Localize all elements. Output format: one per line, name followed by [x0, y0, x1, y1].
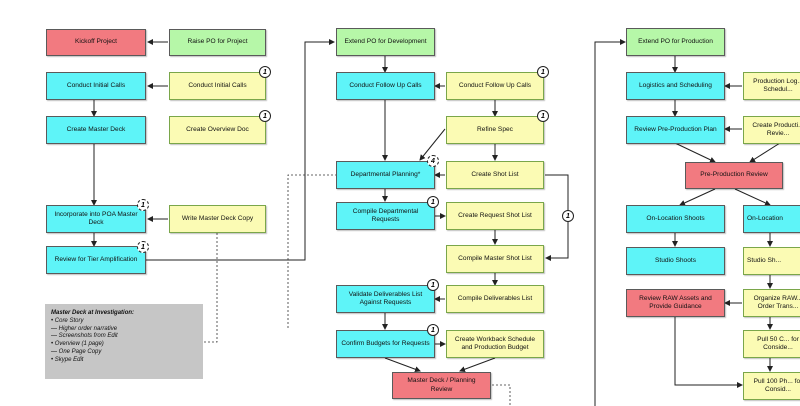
- organize-raw-node[interactable]: Organize RAW... Order Trans...: [743, 289, 800, 317]
- connector: [734, 188, 771, 206]
- incorporate-poa-node[interactable]: Incorporate into POA Master Deck: [46, 205, 146, 233]
- review-raw-assets-node[interactable]: Review RAW Assets and Provide Guidance: [626, 289, 725, 317]
- note-title: Master Deck at Investigation:: [51, 310, 135, 316]
- connector: [145, 39, 335, 261]
- extend-po-production-node[interactable]: Extend PO for Production: [626, 28, 725, 56]
- review-preproduction-plan-node[interactable]: Review Pre-Production Plan: [626, 116, 725, 144]
- count-badge: 1: [137, 241, 149, 253]
- count-badge: 1: [427, 279, 439, 291]
- extend-po-dev-node[interactable]: Extend PO for Development: [336, 28, 435, 56]
- studio-shoots-2-node[interactable]: Studio Sh...: [743, 247, 800, 275]
- note-line: • Overview (1 page): [51, 341, 104, 348]
- create-master-deck-node[interactable]: Create Master Deck: [46, 116, 146, 144]
- connector: [674, 317, 743, 388]
- connector: [674, 142, 716, 163]
- master-planning-review-node[interactable]: Master Deck / Planning Review: [392, 372, 491, 399]
- write-master-deck-copy-node[interactable]: Write Master Deck Copy: [169, 205, 266, 233]
- refine-spec-node[interactable]: Refine Spec: [446, 116, 544, 144]
- dashed-connector: [492, 384, 511, 406]
- count-badge: 1: [537, 66, 549, 78]
- compile-master-shot-list-node[interactable]: Compile Master Shot List: [446, 245, 544, 273]
- compile-deliverables-node[interactable]: Compile Deliverables List: [446, 285, 544, 313]
- create-shot-list-node[interactable]: Create Shot List: [446, 161, 544, 189]
- workback-schedule-node[interactable]: Create Workback Schedule and Production …: [446, 330, 544, 358]
- pull-100-node[interactable]: Pull 100 Ph... for Consid...: [743, 372, 800, 400]
- connector: [419, 128, 446, 161]
- connector: [679, 188, 716, 206]
- kickoff-node[interactable]: Kickoff Project: [46, 29, 146, 56]
- conduct-initial-calls-node[interactable]: Conduct Initial Calls: [46, 72, 146, 100]
- count-badge: 1: [427, 196, 439, 208]
- compile-dept-requests-node[interactable]: Compile Departmental Requests: [336, 202, 435, 230]
- pull-50-node[interactable]: Pull 50 C... for Conside...: [743, 330, 800, 358]
- create-overview-doc-node[interactable]: Create Overview Doc: [169, 116, 266, 144]
- preproduction-review-node[interactable]: Pre-Production Review: [685, 162, 783, 189]
- create-production-review-node[interactable]: Create Producti... Revie...: [743, 116, 800, 144]
- note-line: — Higher order narrative: [51, 325, 118, 332]
- count-badge: 1: [427, 324, 439, 336]
- raise-po-node[interactable]: Raise PO for Project: [169, 29, 266, 56]
- count-badge: 1: [537, 110, 549, 122]
- count-badge: 1: [562, 210, 574, 222]
- connector: [749, 142, 781, 163]
- count-badge: 4: [427, 155, 439, 167]
- count-badge: 1: [259, 66, 271, 78]
- note-line: • Core Story: [51, 317, 84, 324]
- production-logistics-node[interactable]: Production Log... Schedul...: [743, 72, 800, 100]
- follow-up-calls-yellow-node[interactable]: Conduct Follow Up Calls: [446, 72, 544, 100]
- validate-deliverables-node[interactable]: Validate Deliverables List Against Reque…: [336, 285, 435, 313]
- connector: [594, 39, 626, 406]
- dashed-connector: [203, 233, 218, 343]
- note-line: — One Page Copy: [51, 348, 102, 355]
- connector: [459, 357, 496, 373]
- conduct-initial-calls-yellow-node[interactable]: Conduct Initial Calls: [169, 72, 266, 100]
- count-badge: 1: [259, 110, 271, 122]
- confirm-budgets-node[interactable]: Confirm Budgets for Requests: [336, 330, 435, 358]
- follow-up-calls-node[interactable]: Conduct Follow Up Calls: [336, 72, 435, 100]
- note-line: • Skype Edit: [51, 356, 84, 363]
- studio-shoots-node[interactable]: Studio Shoots: [626, 247, 725, 275]
- note-line: — Screenshots from Edit: [51, 333, 118, 340]
- departmental-planning-node[interactable]: Departmental Planning*: [336, 161, 435, 189]
- logistics-scheduling-node[interactable]: Logistics and Scheduling: [626, 72, 725, 100]
- investigation-note: Master Deck at Investigation: • Core Sto…: [45, 304, 203, 379]
- create-request-shot-list-node[interactable]: Create Request Shot List: [446, 202, 544, 230]
- on-location-shoots-node[interactable]: On-Location Shoots: [626, 205, 725, 233]
- count-badge: 1: [137, 199, 149, 211]
- dashed-connector: [287, 174, 337, 330]
- on-location-shoots-2-node[interactable]: On-Location: [743, 205, 800, 233]
- connector: [384, 357, 421, 373]
- review-tier-node[interactable]: Review for Tier Amplification: [46, 246, 146, 274]
